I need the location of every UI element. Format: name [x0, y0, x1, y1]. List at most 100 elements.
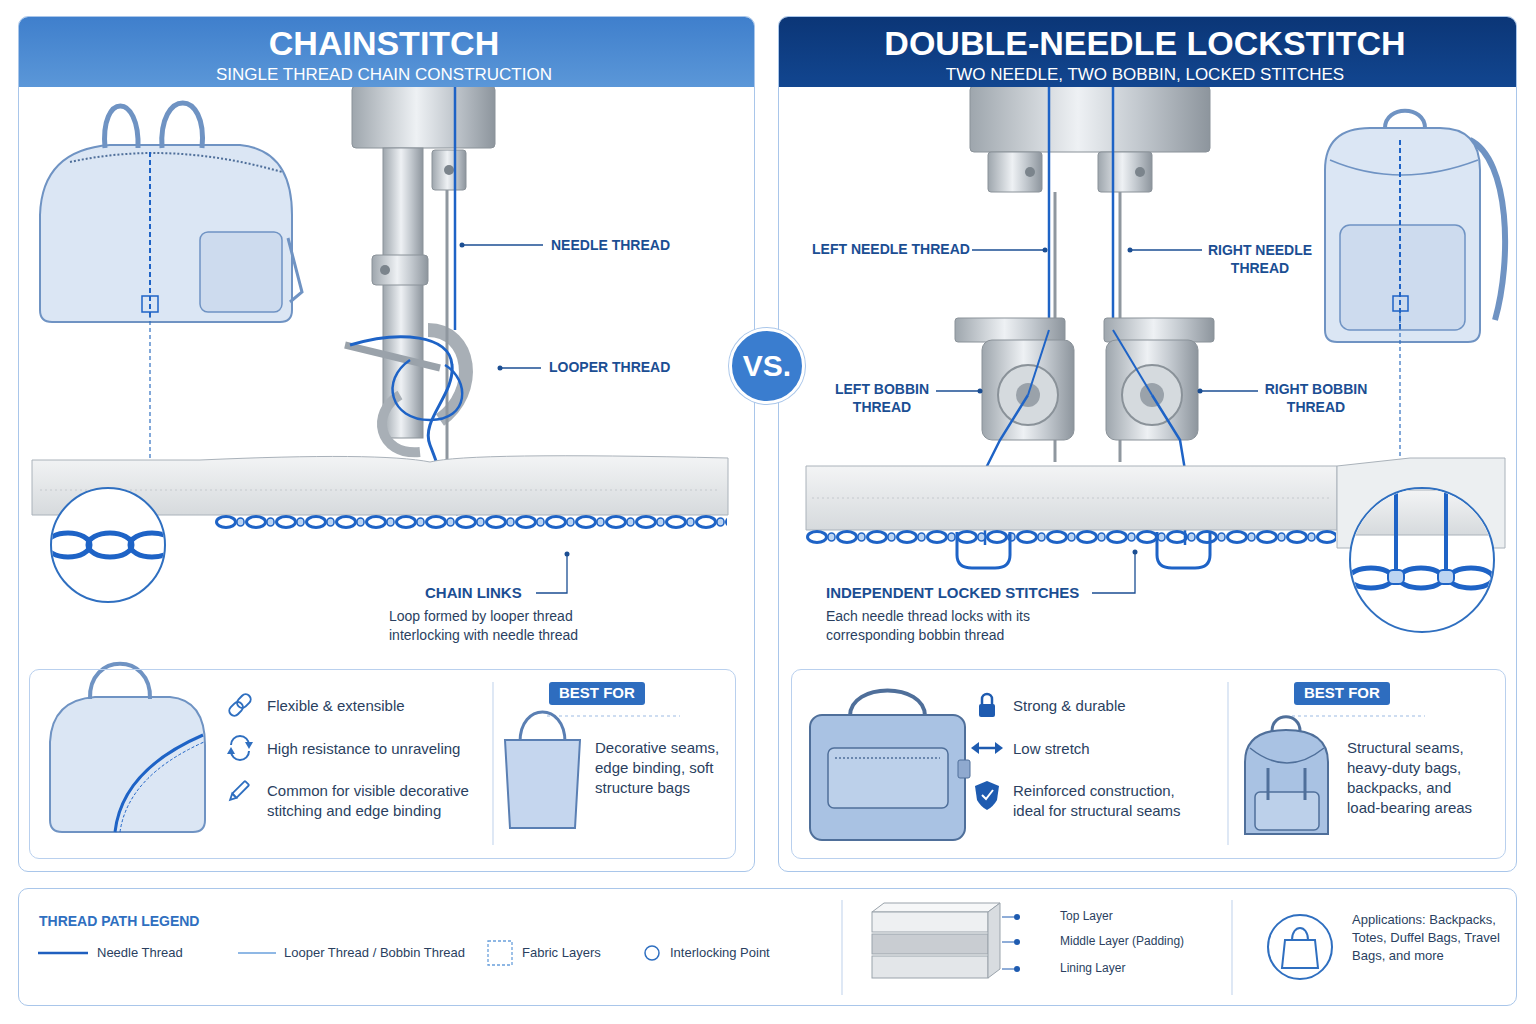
- tote-icon: [505, 712, 580, 828]
- legend-sample: [38, 941, 659, 965]
- pencil-icon: [228, 781, 249, 802]
- applications-icon: [1292, 928, 1308, 940]
- duffel-bag-illustration: [40, 103, 302, 504]
- backpack-icon: [1267, 768, 1270, 800]
- backpack-icon: [1245, 730, 1328, 834]
- double-arrow-icon: [995, 742, 1003, 754]
- duffel-bag-illustration: [162, 103, 203, 148]
- legend-text: Looper Thread / Bobbin Thread: [284, 945, 465, 961]
- chainstitch-machine: [380, 265, 390, 275]
- applications-icon: [1268, 915, 1332, 979]
- fabric-layer-stack: [1002, 942, 1014, 943]
- backpack-illustration: [1340, 225, 1465, 330]
- panel-subtitle: SINGLE THREAD CHAIN CONSTRUCTION: [19, 64, 749, 85]
- laptop-bag-icon: [850, 691, 925, 717]
- feature-text: Low stretch: [1013, 740, 1243, 759]
- leader-dot: [565, 552, 570, 557]
- fabric-layer-stack: [1014, 966, 1020, 972]
- double-needle-machine: [970, 86, 1210, 152]
- callout-note: Loop formed by looper thread interlockin…: [389, 607, 604, 645]
- lock-icon: [979, 704, 995, 717]
- leader-dot: [1198, 389, 1203, 394]
- callout-label: RIGHT BOBBIN THREAD: [1260, 380, 1372, 416]
- leader-line: [972, 249, 1045, 250]
- chainstitch-machine: [372, 255, 428, 285]
- double-needle-machine: [1106, 340, 1198, 440]
- link-icon: [227, 692, 252, 717]
- divider: [841, 900, 842, 995]
- vs-circle: VS.: [729, 328, 805, 404]
- callout-label: INDEPENDENT LOCKED STITCHES: [826, 584, 1079, 603]
- lockstitch-magnifier: [1340, 490, 1510, 535]
- fabric-layer-stack: [1014, 914, 1020, 920]
- best-for-badge: BEST FOR: [549, 682, 645, 705]
- legend-sample: [38, 952, 88, 955]
- leader-line: [936, 390, 980, 391]
- legend-text: Interlocking Point: [670, 945, 770, 961]
- legend-text: Needle Thread: [97, 945, 183, 961]
- double-needle-machine: [1135, 167, 1145, 177]
- link-icon: [227, 700, 245, 718]
- fabric-layer-stack: [872, 903, 1020, 978]
- fabric-and-chain: [806, 527, 1336, 547]
- duffel-bag-illustration: [70, 153, 282, 172]
- leader-dot: [1043, 248, 1048, 253]
- divider: [1231, 900, 1232, 995]
- feature-bag-icon: [50, 664, 205, 832]
- feature-text: High resistance to unraveling: [267, 740, 502, 759]
- backpack-illustration: [1325, 111, 1505, 490]
- leader-line: [1130, 249, 1202, 250]
- fabric-layer-stack: [872, 934, 988, 954]
- double-needle-machine: [1098, 152, 1152, 192]
- leader-dot: [1133, 550, 1138, 555]
- chainstitch-machine: [345, 86, 495, 515]
- backpack-illustration: [1325, 128, 1480, 342]
- lockstitch-magnifier: [1388, 570, 1404, 584]
- callout-label: LEFT NEEDLE THREAD: [812, 241, 970, 259]
- feature-text: Strong & durable: [1013, 697, 1243, 716]
- leader-line: [500, 367, 541, 368]
- layer-label: Lining Layer: [1060, 961, 1125, 976]
- callout-note: Each needle thread locks with its corres…: [826, 607, 1041, 645]
- double-needle-machine: [1112, 86, 1115, 330]
- best-for-text: Decorative seams, edge binding, soft str…: [595, 738, 725, 798]
- leader-dot: [978, 248, 1203, 555]
- callout-label: CHAIN LINKS: [425, 584, 522, 603]
- leader-line: [1200, 390, 1258, 391]
- fabric-and-chain: [957, 532, 1010, 568]
- link-icon: [227, 692, 252, 717]
- link-icon: [235, 692, 253, 710]
- chain-magnifier: [46, 488, 174, 602]
- panel-subtitle: TWO NEEDLE, TWO BOBBIN, LOCKED STITCHES: [779, 64, 1511, 85]
- laptop-bag-icon: [835, 757, 940, 759]
- double-needle-machine: [1028, 330, 1049, 395]
- legend-sample: [645, 946, 659, 960]
- tote-icon: [520, 712, 565, 742]
- best-for-badge: BEST FOR: [1294, 682, 1390, 705]
- feature-text: Common for visible decorative stitching …: [267, 781, 487, 820]
- leader-dot: [460, 243, 570, 557]
- leader-dot: [498, 366, 503, 371]
- fabric-layer-stack: [1002, 969, 1014, 970]
- chainstitch-machine: [345, 345, 440, 368]
- backpack-icon: [1272, 717, 1300, 731]
- double-needle-machine: [988, 152, 1042, 192]
- backpack-icon: [1304, 768, 1307, 800]
- badge-text: BEST FOR: [559, 684, 635, 703]
- double-arrow-icon: [976, 747, 998, 750]
- duffel-bag-illustration: [200, 232, 282, 312]
- applications-icon: [1268, 915, 1332, 979]
- rotate-icon: [227, 747, 235, 754]
- legend-sample: [238, 952, 276, 954]
- shield-icon: [982, 790, 993, 799]
- divider: [1292, 715, 1425, 716]
- divider: [492, 682, 493, 845]
- divider: [1227, 682, 1228, 845]
- chain-magnifier: [51, 488, 165, 602]
- lock-icon: [979, 694, 995, 717]
- leader-dot: [1128, 248, 1133, 253]
- feature-bag-icon: [120, 742, 204, 832]
- chainstitch-machine: [446, 190, 449, 505]
- feature-text: Flexible & extensible: [267, 697, 502, 716]
